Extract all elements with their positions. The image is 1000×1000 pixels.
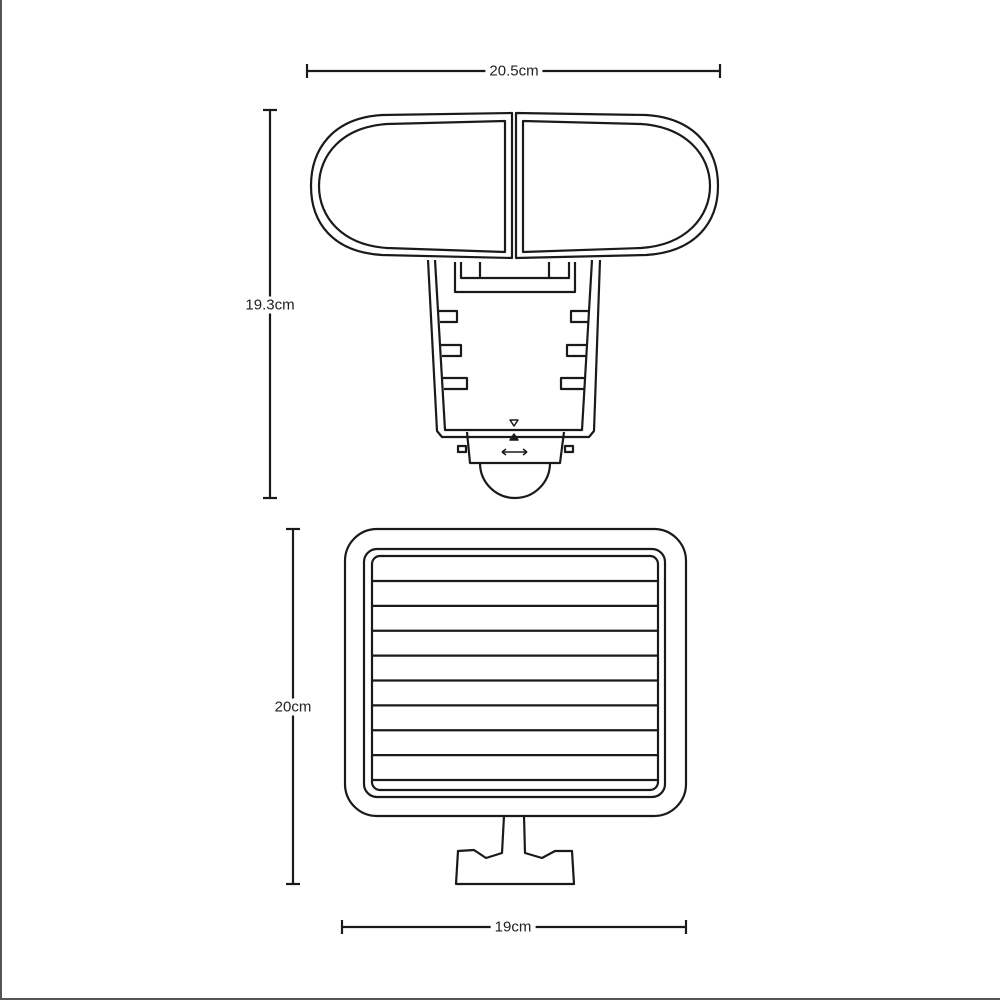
motion-sensor bbox=[456, 419, 575, 500]
lamp-bracket bbox=[426, 259, 602, 439]
panel-stand bbox=[454, 815, 576, 886]
panel-width-label: 19cm bbox=[490, 918, 536, 936]
solar-panel bbox=[343, 527, 688, 818]
lamp-head-left bbox=[309, 111, 514, 260]
lamp-width-label: 20.5cm bbox=[485, 62, 543, 80]
lamp-head-right bbox=[514, 111, 720, 260]
panel-height-label: 20cm bbox=[270, 698, 316, 716]
solar-panel-stripes bbox=[373, 579, 657, 782]
lamp-height-label: 19.3cm bbox=[241, 296, 299, 314]
